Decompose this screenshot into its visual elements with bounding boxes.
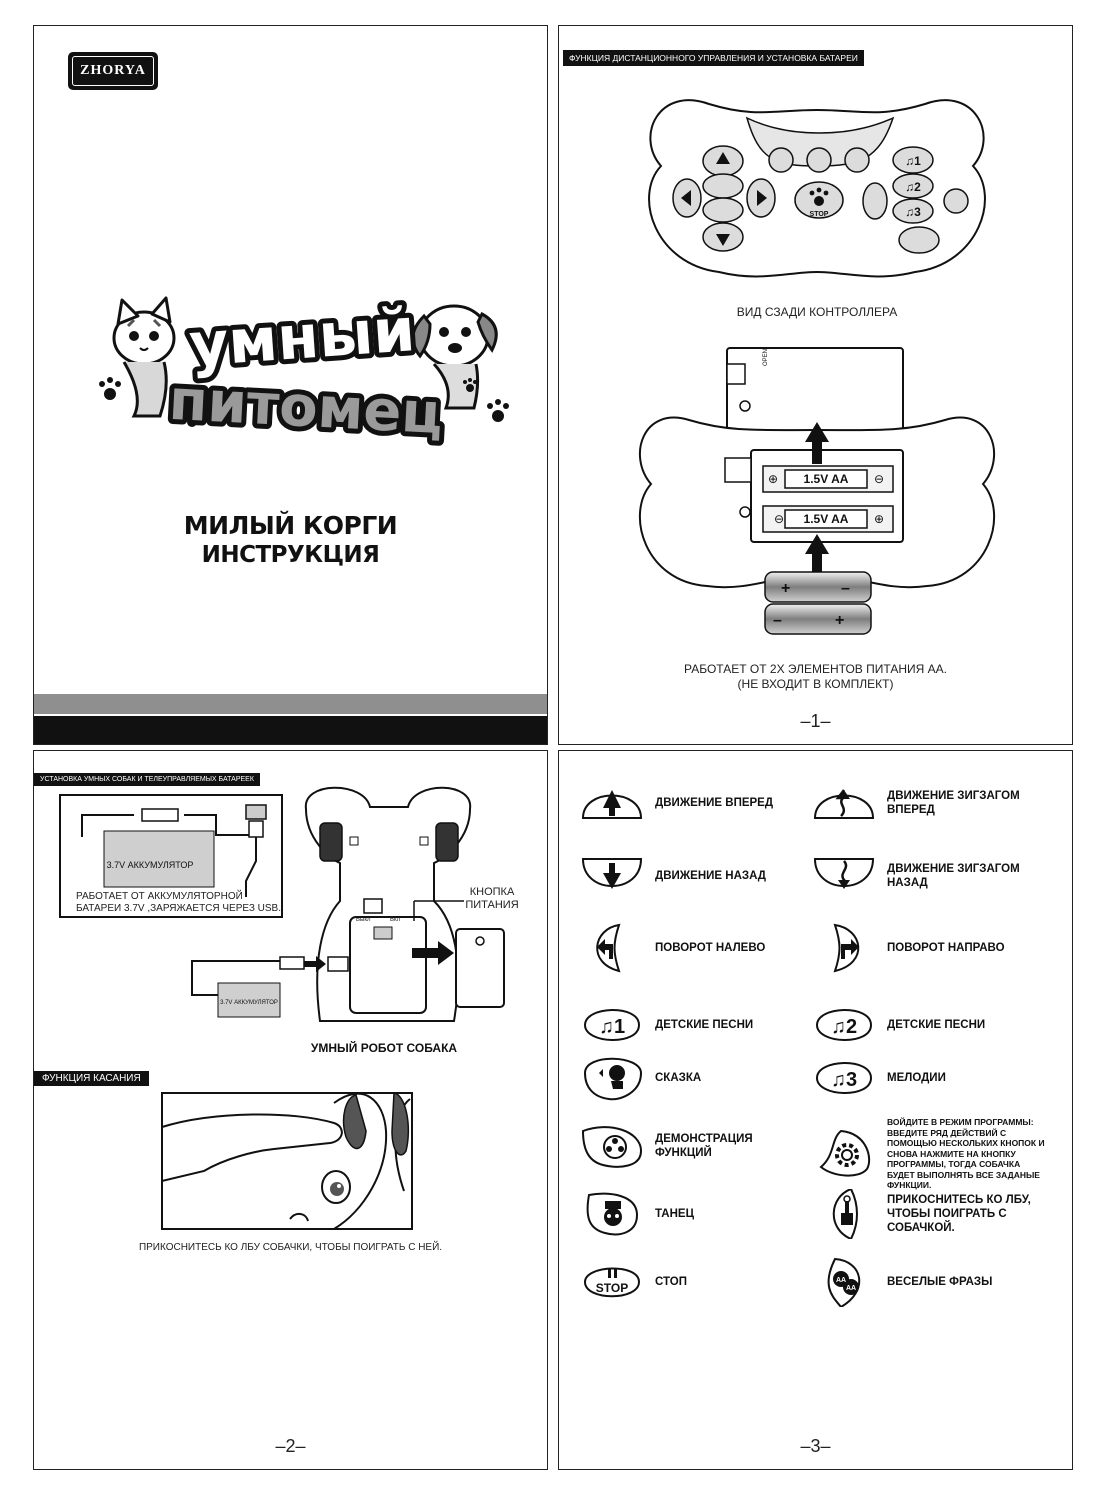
svg-text:STOP: STOP bbox=[596, 1281, 628, 1295]
remote-page: ФУНКЦИЯ ДИСТАНЦИОННОГО УПРАВЛЕНИЯ И УСТА… bbox=[558, 25, 1073, 745]
product-name: МИЛЫЙ КОРГИ bbox=[183, 511, 398, 540]
battery-compartment: 1.5V AA 1.5V AA ⊕ ⊖ ⊖ ⊕ bbox=[638, 416, 996, 589]
svg-text:♫1: ♫1 bbox=[599, 1016, 625, 1038]
battery-label-1: 1.5V AA bbox=[804, 472, 849, 486]
dance-icon bbox=[586, 1192, 639, 1236]
legend-songs-1: ♫1 ДЕТСКИЕ ПЕСНИ bbox=[579, 1000, 753, 1050]
legend-turn-left: ПОВОРОТ НАЛЕВО bbox=[579, 923, 765, 973]
svg-text:⊕: ⊕ bbox=[768, 472, 778, 486]
svg-text:♫2: ♫2 bbox=[831, 1016, 857, 1038]
black-band bbox=[34, 716, 547, 744]
brand-logo: ZHORYA bbox=[68, 52, 158, 90]
gray-band bbox=[34, 694, 547, 714]
section-title: УСТАНОВКА УМНЫХ СОБАК И ТЕЛЕУПРАВЛЯЕМЫХ … bbox=[34, 773, 260, 786]
story-icon bbox=[583, 1057, 643, 1101]
switch-on-label: Вкл bbox=[390, 917, 401, 923]
page-number: –3– bbox=[800, 1436, 831, 1456]
svg-text:–: – bbox=[773, 612, 782, 629]
legend-zigzag-backward: ДВИЖЕНИЕ ЗИГЗАГОМ НАЗАД bbox=[811, 851, 1037, 901]
remote-diagrams: STOP ♫1 ♫2 ♫3 ВИД СЗАДИ КОНТРОЛЛЕРА OPEN bbox=[638, 99, 996, 635]
cover-page: ZHORYA умный питомец МИЛЫ bbox=[33, 25, 548, 745]
paw-prints bbox=[99, 377, 509, 427]
legend-melodies: ♫3 МЕЛОДИИ bbox=[811, 1053, 946, 1103]
turn-right-icon bbox=[833, 923, 860, 973]
legend-story: СКАЗКА bbox=[579, 1053, 701, 1103]
music-2-icon: ♫2 bbox=[815, 1009, 873, 1041]
svg-text:⊖: ⊖ bbox=[774, 512, 784, 526]
legend-turn-right: ПОВОРОТ НАПРАВО bbox=[811, 923, 1005, 973]
cat-illustration bbox=[112, 296, 176, 418]
svg-text:⊕: ⊕ bbox=[874, 512, 884, 526]
page-number: –2– bbox=[275, 1436, 306, 1456]
rear-view-caption: ВИД СЗАДИ КОНТРОЛЛЕРА bbox=[737, 305, 897, 319]
accumulator-small-label: 3.7V АККУМУЛЯТОР bbox=[220, 1000, 278, 1006]
zigzag-down-icon bbox=[813, 858, 875, 889]
arrow-up-icon bbox=[581, 790, 643, 819]
switch-off-label: Выкл bbox=[356, 917, 371, 923]
legend-songs-2: ♫2 ДЕТСКИЕ ПЕСНИ bbox=[811, 1000, 985, 1050]
svg-text:♫1: ♫1 bbox=[905, 154, 921, 168]
music-3-icon: ♫3 bbox=[815, 1062, 873, 1094]
button-legend-page: ДВИЖЕНИЕ ВПЕРЕД ДВИЖЕНИЕ НАЗАД ПОВОРОТ Н… bbox=[558, 750, 1073, 1470]
robot-dog-back bbox=[304, 786, 472, 1022]
svg-text:♫2: ♫2 bbox=[905, 180, 921, 194]
touch-icon bbox=[832, 1189, 858, 1239]
power-note: РАБОТАЕТ ОТ 2Х ЭЛЕМЕНТОВ ПИТАНИЯ АА. (НЕ… bbox=[684, 662, 947, 691]
robot-dog-caption: УМНЫЙ РОБОТ СОБАКА bbox=[310, 1041, 458, 1055]
svg-text:–: – bbox=[841, 580, 850, 597]
turn-left-icon bbox=[596, 923, 621, 973]
touch-section-title: ФУНКЦИЯ КАСАНИЯ bbox=[34, 1071, 149, 1086]
svg-text:♫3: ♫3 bbox=[831, 1069, 857, 1091]
dog-illustration bbox=[411, 304, 498, 410]
svg-text:♫3: ♫3 bbox=[905, 205, 921, 219]
accumulator-label: 3.7V АККУМУЛЯТОР bbox=[106, 860, 194, 870]
insert-arrows bbox=[805, 422, 829, 576]
legend-dance: ТАНЕЦ bbox=[579, 1189, 694, 1239]
dog-diagrams bbox=[59, 786, 505, 1230]
open-label: OPEN bbox=[763, 349, 769, 366]
remote-controller: STOP ♫1 ♫2 ♫3 bbox=[648, 99, 986, 278]
document-type: ИНСТРУКЦИЯ bbox=[201, 542, 380, 568]
paw-icon bbox=[809, 187, 829, 206]
section-title: ФУНКЦИЯ ДИСТАНЦИОННОГО УПРАВЛЕНИЯ И УСТА… bbox=[563, 50, 864, 66]
legend-zigzag-forward: ДВИЖЕНИЕ ЗИГЗАГОМ ВПЕРЕД bbox=[811, 778, 1037, 828]
title-line-2: питомец bbox=[167, 368, 444, 446]
legend-stop: STOP СТОП bbox=[579, 1257, 687, 1307]
legend-touch: ПРИКОСНИТЕСЬ КО ЛБУ, ЧТОБЫ ПОИГРАТЬ С СО… bbox=[811, 1189, 1047, 1239]
gear-icon bbox=[819, 1129, 871, 1177]
stop-icon: STOP bbox=[583, 1267, 641, 1298]
svg-text:+: + bbox=[781, 580, 790, 597]
dog-setup-page: УСТАНОВКА УМНЫХ СОБАК И ТЕЛЕУПРАВЛЯЕМЫХ … bbox=[33, 750, 548, 1470]
title-line-1: умный bbox=[187, 295, 417, 381]
zigzag-up-icon bbox=[813, 789, 875, 819]
legend-backward: ДВИЖЕНИЕ НАЗАД bbox=[579, 851, 766, 901]
aa-batteries: + – – + bbox=[764, 571, 872, 635]
touch-note: ПРИКОСНИТЕСЬ КО ЛБУ СОБАЧКИ, ЧТОБЫ ПОИГР… bbox=[138, 1242, 443, 1253]
svg-text:AA: AA bbox=[846, 1285, 856, 1292]
page-number: –1– bbox=[800, 711, 831, 731]
svg-text:⊖: ⊖ bbox=[874, 472, 884, 486]
accumulator-note: РАБОТАЕТ ОТ АККУМУЛЯТОРНОЙ БАТАРЕИ 3.7V … bbox=[76, 891, 282, 914]
remote-stop-label: STOP bbox=[810, 211, 829, 218]
legend-program: ВОЙДИТЕ В РЕЖИМ ПРОГРАММЫ: ВВЕДИТЕ РЯД Д… bbox=[811, 1117, 1047, 1191]
svg-text:AA: AA bbox=[836, 1277, 846, 1284]
touch-illustration bbox=[161, 1092, 413, 1230]
legend-forward: ДВИЖЕНИЕ ВПЕРЕД bbox=[579, 778, 773, 828]
arrow-down-icon bbox=[581, 858, 643, 889]
demo-icon bbox=[581, 1126, 643, 1168]
legend-demo: ДЕМОНСТРАЦИЯ ФУНКЦИЙ bbox=[579, 1121, 775, 1171]
music-1-icon: ♫1 bbox=[583, 1009, 641, 1041]
svg-text:+: + bbox=[835, 612, 844, 629]
battery-cover: OPEN bbox=[726, 347, 904, 433]
battery-label-2: 1.5V AA bbox=[804, 512, 849, 526]
power-button-label: КНОПКА ПИТАНИЯ bbox=[465, 886, 519, 911]
title-artwork: умный питомец bbox=[99, 290, 509, 446]
